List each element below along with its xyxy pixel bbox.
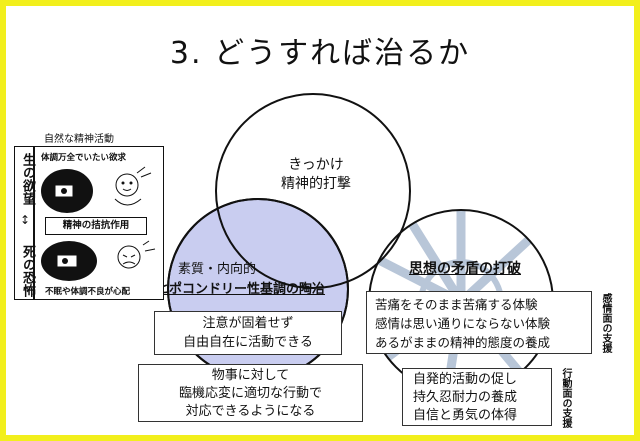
- left-panel: 生の欲望 ↕ 死の恐怖 体調万全でいたい欲求 精神の拮抗作用 不眠や体調不良が心: [14, 146, 164, 300]
- emotional-side-label: 感情面の支援: [600, 293, 611, 353]
- emotional-line2: 感情は思い通りにならない体験: [375, 316, 551, 331]
- top-caption: 体調万全でいたい欲求: [41, 153, 127, 163]
- slide-title: 3. どうすれば治るか: [169, 36, 471, 71]
- balance-arrow-icon: ↕: [20, 213, 31, 227]
- behavioral-support-box: 自発的活動の促し 持久忍耐力の養成 自信と勇気の体得: [402, 368, 552, 426]
- emotional-line1: 苦痛をそのまま苦痛する体験: [375, 297, 538, 312]
- attention-box: 注意が固着せず 自由自在に活動できる: [154, 311, 342, 355]
- emotional-support-box: 苦痛をそのまま苦痛する体験 感情は思い通りにならない体験 あるがままの精神的態度…: [366, 291, 592, 354]
- bottom-caption: 不眠や体調不良が心配: [45, 287, 131, 297]
- top-circle-line1: きっかけ: [288, 157, 344, 173]
- behavioral-line3: 自信と勇気の体得: [413, 408, 518, 423]
- behavioral-side-label: 行動面の支援: [560, 368, 571, 428]
- behavioral-line1: 自発的活動の促し: [413, 372, 518, 387]
- response-line1: 物事に対して: [211, 368, 290, 383]
- emotional-line3: あるがままの精神的態度の養成: [375, 335, 551, 350]
- right-circle-label: 思想の矛盾の打破: [409, 261, 521, 277]
- worry-illustration: [41, 240, 156, 281]
- death-fear-label: 死の恐怖: [20, 245, 35, 297]
- response-line3: 対応できるようになる: [185, 404, 316, 419]
- behavioral-line2: 持久忍耐力の養成: [413, 390, 518, 405]
- top-circle-text: きっかけ 精神的打撃: [261, 156, 371, 194]
- attention-line1: 注意が固着せず: [202, 316, 294, 331]
- top-circle-line2: 精神的打撃: [281, 176, 351, 192]
- left-circle-line2: ヒポコンドリー性基調の陶冶: [156, 282, 326, 297]
- response-line2: 臨機応変に適切な行動で: [178, 386, 322, 401]
- left-circle-line1: 素質・内向的: [178, 262, 257, 277]
- attention-line2: 自由自在に活動できる: [183, 335, 313, 350]
- life-desire-label: 生の欲望: [20, 153, 35, 205]
- mental-antagonism-label: 精神の拮抗作用: [45, 217, 147, 235]
- left-panel-divider: [33, 147, 35, 299]
- top-circle: [215, 93, 411, 289]
- response-box: 物事に対して 臨機応変に適切な行動で 対応できるようになる: [138, 364, 363, 422]
- healthy-sleep-illustration: [41, 166, 152, 213]
- left-panel-header: 自然な精神活動: [44, 134, 114, 145]
